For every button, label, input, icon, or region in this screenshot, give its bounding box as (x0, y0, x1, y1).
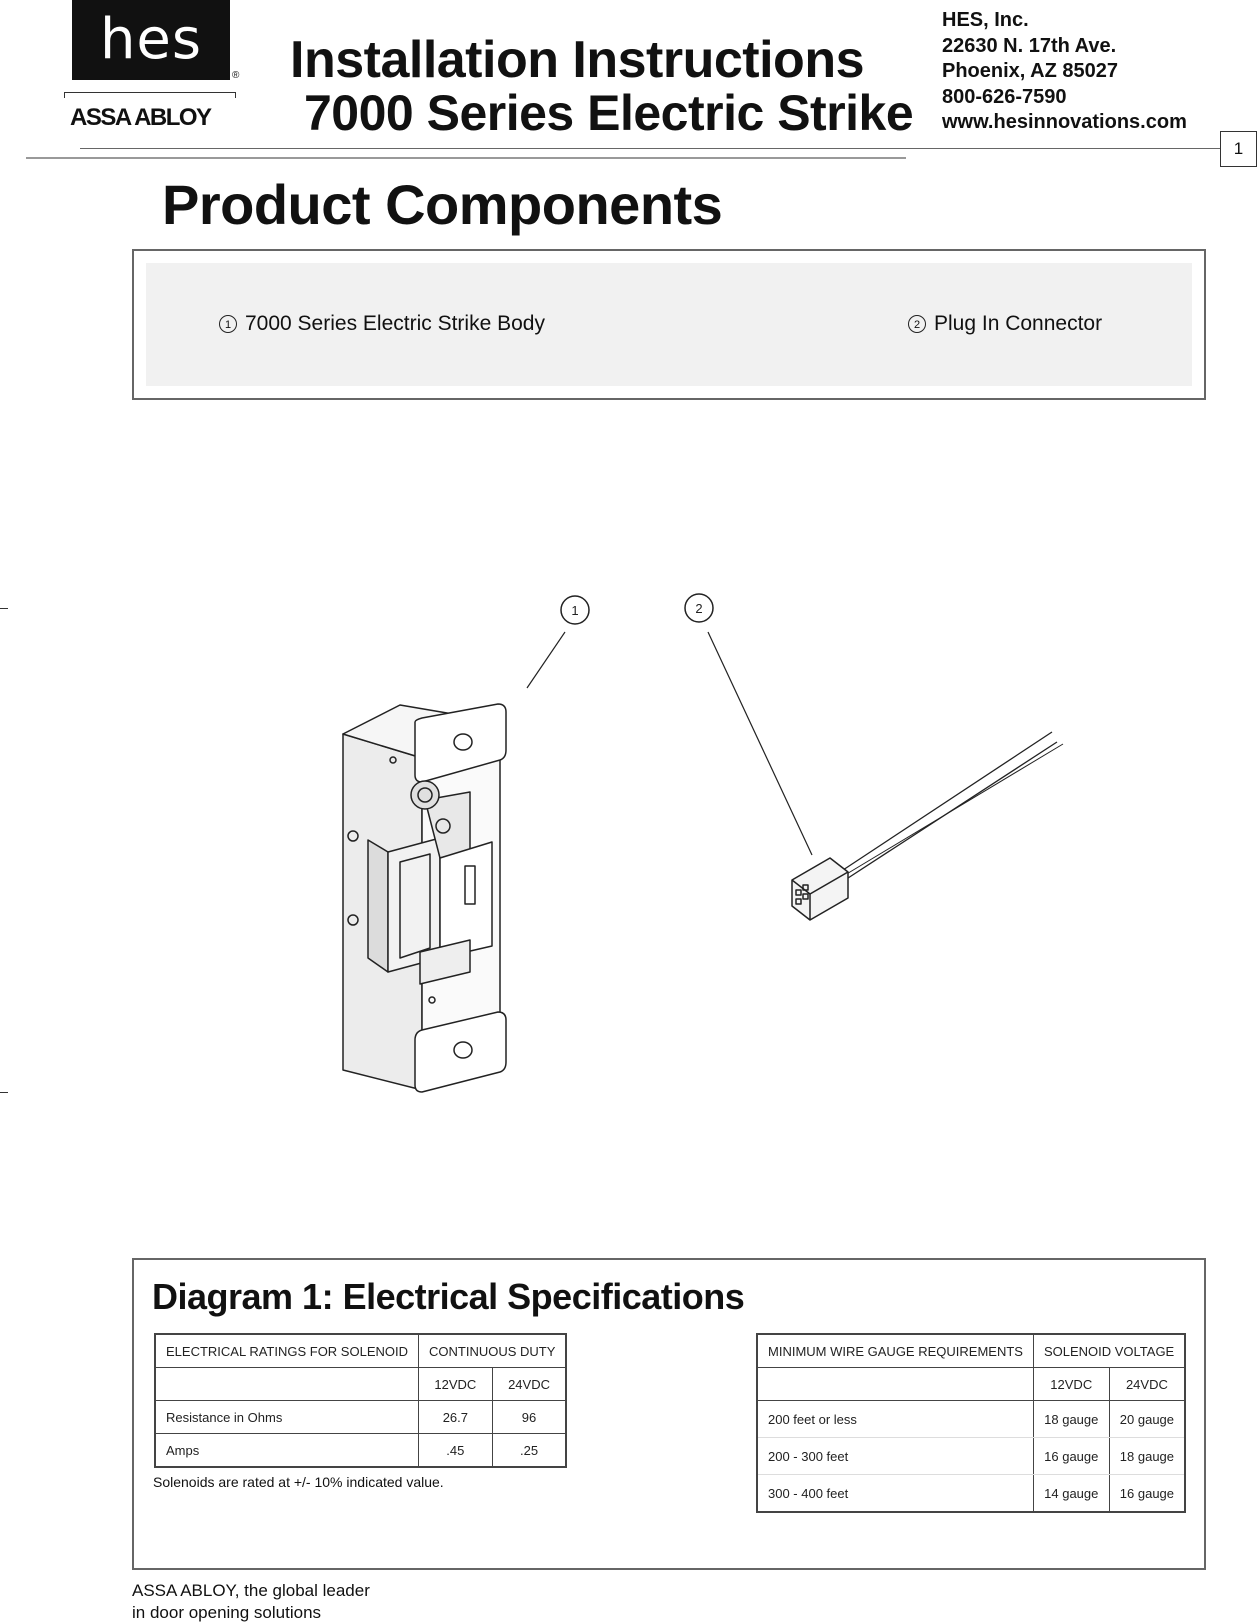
table-row: Resistance in Ohms 26.7 96 (154, 1400, 567, 1434)
logo-divider (64, 92, 236, 98)
table-cell: Resistance in Ohms (154, 1400, 419, 1434)
table-row: 200 - 300 feet 16 gauge 18 gauge (756, 1437, 1186, 1475)
specs-box (132, 1258, 1206, 1570)
table-cell: 96 (491, 1400, 567, 1434)
header-rule (80, 148, 1220, 149)
table-cell: 26.7 (418, 1400, 493, 1434)
callout-1-icon: 1 (219, 315, 237, 333)
table-cell: 300 - 400 feet (756, 1474, 1034, 1513)
table-cell: .25 (491, 1433, 567, 1468)
table-subheader-row: 12VDC 24VDC (756, 1367, 1186, 1401)
specs-title: Diagram 1: Electrical Specifications (152, 1276, 745, 1317)
solenoid-ratings-table: ELECTRICAL RATINGS FOR SOLENOID CONTINUO… (154, 1333, 568, 1468)
table-cell (154, 1367, 419, 1401)
document-subtitle: 7000 Series Electric Strike (304, 85, 914, 141)
table-cell: Amps (154, 1433, 419, 1468)
table-cell: 200 feet or less (756, 1400, 1034, 1438)
section-title: Product Components (162, 173, 723, 236)
page-number: 1 (1220, 131, 1257, 167)
table-header-cell: MINIMUM WIRE GAUGE REQUIREMENTS (756, 1333, 1034, 1368)
table-cell: 24VDC (491, 1367, 567, 1401)
hes-logo: hes (72, 0, 230, 80)
components-panel (146, 263, 1192, 386)
components-box (132, 249, 1206, 400)
city-state-zip: Phoenix, AZ 85027 (942, 60, 1118, 82)
component-item-1: 1 7000 Series Electric Strike Body (219, 312, 545, 336)
callout-2-number: 2 (695, 601, 702, 616)
document-title: Installation Instructions (290, 31, 865, 89)
specs-note: Solenoids are rated at +/- 10% indicated… (153, 1474, 444, 1490)
table-row: 200 feet or less 18 gauge 20 gauge (756, 1400, 1186, 1438)
footer-line: in door opening solutions (132, 1603, 322, 1622)
table-subheader-row: 12VDC 24VDC (154, 1367, 567, 1401)
plug-connector-icon (791, 731, 1064, 921)
street-address: 22630 N. 17th Ave. (942, 34, 1117, 57)
wire-gauge-table: MINIMUM WIRE GAUGE REQUIREMENTS SOLENOID… (756, 1333, 1187, 1513)
margin-tick (0, 608, 8, 609)
registered-mark: ® (232, 70, 240, 81)
table-header-cell: ELECTRICAL RATINGS FOR SOLENOID (154, 1333, 419, 1368)
callout-1-number: 1 (571, 603, 578, 618)
website-link[interactable]: www.hesinnovations.com (942, 111, 1187, 133)
table-row: Amps .45 .25 (154, 1433, 567, 1468)
table-cell: 12VDC (1032, 1367, 1110, 1401)
table-header-row: ELECTRICAL RATINGS FOR SOLENOID CONTINUO… (154, 1333, 567, 1368)
table-cell: 14 gauge (1032, 1474, 1110, 1513)
header-rule-secondary (26, 157, 906, 159)
table-cell: 20 gauge (1108, 1400, 1186, 1438)
table-header-cell: CONTINUOUS DUTY (418, 1333, 567, 1368)
table-cell (756, 1367, 1034, 1401)
company-name: HES, Inc. (942, 9, 1029, 31)
table-cell: 200 - 300 feet (756, 1437, 1034, 1475)
table-cell: 24VDC (1108, 1367, 1186, 1401)
component-label: 7000 Series Electric Strike Body (245, 312, 545, 335)
component-item-2: 2 Plug In Connector (908, 312, 1102, 336)
table-header-cell: SOLENOID VOLTAGE (1032, 1333, 1186, 1368)
table-cell: 16 gauge (1108, 1474, 1186, 1513)
table-header-row: MINIMUM WIRE GAUGE REQUIREMENTS SOLENOID… (756, 1333, 1186, 1368)
assa-abloy-logo: ASSA ABLOY (70, 104, 212, 131)
strike-body-icon (342, 703, 507, 1093)
table-cell: 16 gauge (1032, 1437, 1110, 1475)
component-label: Plug In Connector (934, 312, 1103, 335)
table-row: 300 - 400 feet 14 gauge 16 gauge (756, 1474, 1186, 1513)
callout-2-marker (684, 593, 813, 856)
footer-tagline: ASSA ABLOY, the global leader in door op… (132, 1580, 370, 1624)
phone-number: 800-626-7590 (942, 85, 1067, 108)
table-cell: 18 gauge (1032, 1400, 1110, 1438)
company-address: HES, Inc. 22630 N. 17th Ave. Phoenix, AZ… (942, 8, 1187, 136)
margin-tick (0, 1092, 8, 1093)
table-cell: .45 (418, 1433, 493, 1468)
callout-1-marker (526, 595, 590, 689)
table-cell: 12VDC (418, 1367, 493, 1401)
callout-2-icon: 2 (908, 315, 926, 333)
footer-line: ASSA ABLOY, the global leader (132, 1581, 370, 1600)
table-cell: 18 gauge (1108, 1437, 1186, 1475)
